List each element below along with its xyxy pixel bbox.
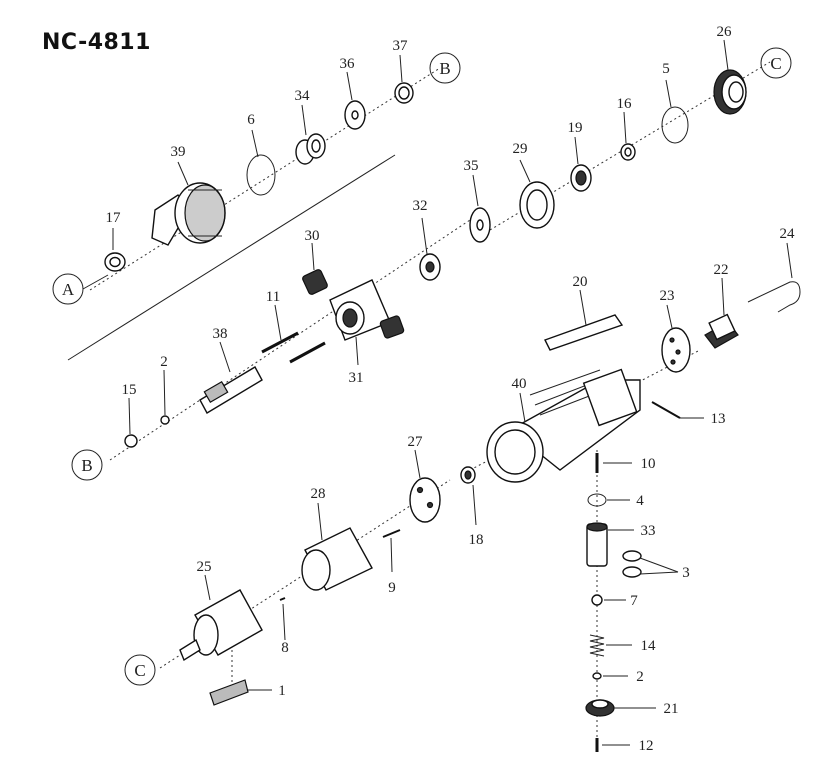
svg-text:37: 37 [393,38,409,54]
section-divider [67,154,396,361]
part-19-bearing: 19 [568,120,592,192]
part-3-orings: 3 [622,550,690,581]
svg-text:24: 24 [780,226,796,242]
svg-text:40: 40 [512,376,527,392]
ref-b-upper: B [429,52,461,84]
part-9-pin: 9 [382,529,401,596]
svg-text:A: A [62,280,75,299]
svg-text:7: 7 [630,593,638,609]
part-12-pin: 12 [595,738,654,754]
part-4-oring: 4 [587,493,644,509]
part-17-washer: 17 [104,210,126,272]
ref-a: A [52,273,109,305]
part-34-bushing: 34 [295,88,326,165]
svg-text:B: B [439,59,450,78]
svg-text:27: 27 [408,434,424,450]
svg-text:38: 38 [213,326,228,342]
svg-text:25: 25 [197,559,212,575]
svg-text:31: 31 [349,370,364,386]
part-18-washer: 18 [460,466,484,548]
svg-text:29: 29 [513,141,528,157]
svg-text:10: 10 [641,456,656,472]
part-25-rotor: 25 [179,559,263,662]
svg-text:3: 3 [682,565,690,581]
svg-text:13: 13 [711,411,726,427]
svg-text:5: 5 [662,61,670,77]
svg-text:11: 11 [266,289,280,305]
ref-c-upper: C [760,47,792,79]
svg-text:36: 36 [340,56,356,72]
svg-text:1: 1 [278,683,286,699]
svg-text:18: 18 [469,532,484,548]
model-title: NC-4811 [42,30,151,55]
svg-text:28: 28 [311,486,326,502]
svg-text:14: 14 [641,638,657,654]
svg-text:16: 16 [617,96,633,112]
svg-text:15: 15 [122,382,137,398]
part-2-small-ring-lower: 2 [592,669,644,685]
svg-text:35: 35 [464,158,479,174]
svg-text:9: 9 [388,580,396,596]
part-26-ring: 26 [713,24,747,115]
svg-text:8: 8 [281,640,289,656]
part-22-inlet: 22 [704,262,739,349]
svg-text:23: 23 [660,288,675,304]
part-16-bushing: 16 [617,96,636,161]
part-37-bearing: 37 [393,38,414,104]
svg-text:C: C [770,54,781,73]
part-10-pin: 10 [595,453,656,473]
svg-text:4: 4 [636,493,644,509]
part-38-shaft: 38 [199,326,263,414]
axis-upper-left [89,67,441,291]
svg-text:17: 17 [106,210,122,226]
axis-middle [109,219,471,461]
ref-c-lower: C [124,654,156,686]
svg-text:21: 21 [664,701,679,717]
svg-text:19: 19 [568,120,583,136]
part-30-vane: 30 [302,228,328,295]
part-11-pins: 11 [261,289,326,364]
part-39-chuck: 39 [151,144,226,246]
svg-text:30: 30 [305,228,320,244]
svg-text:39: 39 [171,144,186,160]
part-5-oring: 5 [661,61,689,144]
svg-text:6: 6 [247,112,255,128]
svg-text:B: B [81,456,92,475]
part-33-valve-seat: 33 [586,522,656,567]
part-40-housing: 40 [486,368,641,483]
part-14-spring: 14 [589,634,657,657]
part-1-blade: 1 [209,679,286,706]
part-35-washer: 35 [464,158,491,243]
svg-text:22: 22 [714,262,729,278]
svg-text:C: C [134,661,145,680]
svg-text:2: 2 [636,669,644,685]
part-32-coupling: 32 [413,198,441,281]
svg-text:32: 32 [413,198,428,214]
part-23-plate: 23 [660,288,691,373]
axis-housing [469,349,701,471]
svg-text:26: 26 [717,24,733,40]
part-7-ball: 7 [591,593,638,609]
part-20-lever: 20 [544,274,624,351]
part-13-pin: 13 [651,401,726,427]
part-6-oring: 6 [246,112,276,196]
part-36-washer: 36 [340,56,366,130]
svg-text:20: 20 [573,274,588,290]
part-27-endplate: 27 [408,434,441,523]
part-24-hook: 24 [747,226,801,313]
svg-text:2: 2 [160,354,168,370]
svg-text:34: 34 [295,88,311,104]
part-21-valve-cap: 21 [585,699,679,717]
svg-text:12: 12 [639,738,654,754]
part-28-cylinder: 28 [301,486,373,591]
ref-b-lower: B [71,449,103,481]
part-8-pin: 8 [279,597,289,656]
part-29-plate: 29 [513,141,555,229]
part-31-cage: 31 [329,279,405,386]
part-15-ring: 15 [122,382,138,448]
part-2-small-ring: 2 [160,354,170,425]
svg-text:33: 33 [641,523,656,539]
